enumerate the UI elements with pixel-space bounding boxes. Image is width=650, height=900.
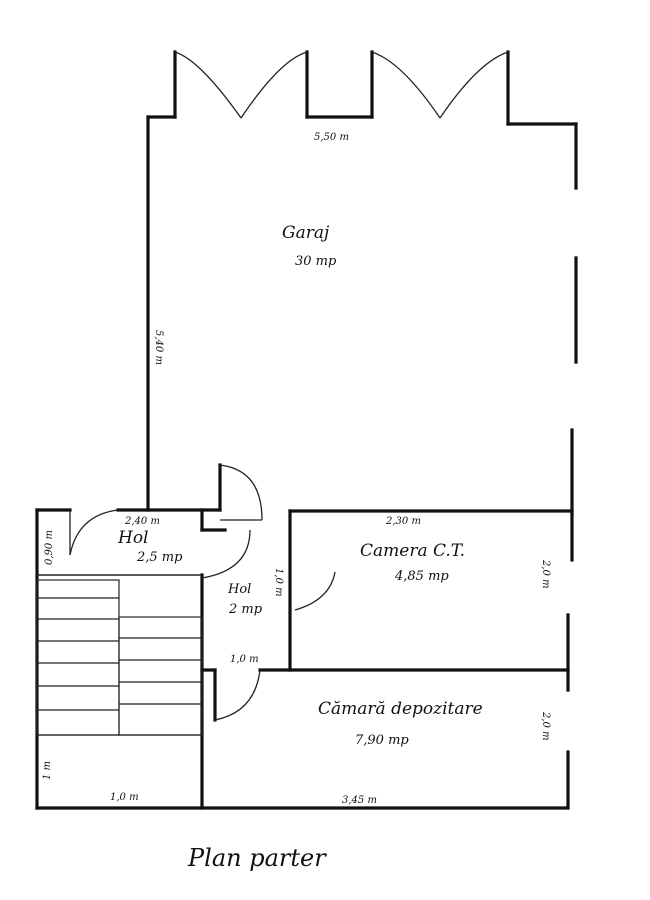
garage-door-left [174,51,308,119]
dim-hall-2-depth: 1,0 m [273,568,284,597]
dim-boiler-depth: 2,0 m [540,559,551,589]
boiler-room-name: Camera C.T. [360,541,465,561]
interior-doors [69,464,336,721]
dim-stair-height: 1 m [42,761,53,780]
dim-hall-2-width: 1,0 m [230,654,259,665]
dim-stair-width: 1,0 m [110,792,139,803]
dim-garage-length: 5,40 m [153,330,164,365]
storage-area: 7,90 mp [355,733,409,748]
dim-boiler-width: 2,30 m [385,516,421,527]
hall-1-area: 2,5 mp [136,550,183,565]
plan-title: Plan parter [187,844,327,872]
dim-hall-width: 2,40 m [124,516,160,527]
hall-2-name: Hol [227,582,251,597]
hall-1-name: Hol [117,528,149,548]
ground-floor-walls [35,463,574,810]
garage-walls [146,50,578,517]
dim-hall-depth: 0,90 m [44,530,55,565]
dim-storage-depth: 2,0 m [540,711,551,741]
garage-name: Garaj [282,223,330,243]
hall-2-area: 2 mp [228,602,263,617]
dim-storage-width: 3,45 m [342,795,377,806]
boiler-room-area: 4,85 mp [394,569,449,584]
garage-door-right [371,51,509,119]
staircase [36,574,203,736]
dim-garage-width: 5,50 m [314,132,349,143]
storage-name: Cămară depozitare [318,699,483,719]
garage-area: 30 mp [295,254,337,269]
